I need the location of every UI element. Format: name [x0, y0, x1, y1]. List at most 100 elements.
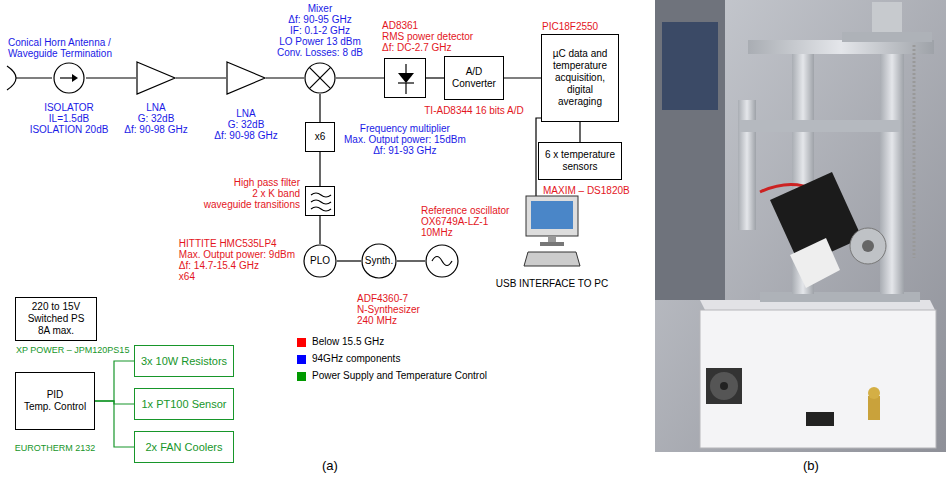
spec-text: RMS power detector	[382, 31, 473, 42]
connector-line	[319, 94, 320, 122]
spec-text: waveguide transitions	[204, 199, 300, 210]
spec-label: USB INTERFACE TO PC	[496, 278, 608, 289]
mixer-cross	[309, 67, 330, 88]
fan-hub	[720, 382, 728, 390]
box-text: PIDTemp. Control	[24, 389, 86, 413]
spec-text: LNA	[124, 102, 187, 113]
symbol-outline	[522, 196, 582, 272]
spec-text: IF: 0.1-2 GHz	[277, 25, 363, 36]
background-screen	[662, 22, 718, 110]
rotation-hub	[862, 240, 874, 252]
horn-symbol	[7, 66, 16, 90]
brass-connector	[868, 396, 880, 420]
base-housing	[700, 310, 936, 448]
detector-box: AD8361RMS power detectorΔf: DC-2.7 GHz	[384, 58, 426, 98]
spec-text: x64	[179, 271, 295, 282]
spec-label: Conical Horn Antenna / Waveguide Termina…	[8, 37, 136, 59]
spec-label: TI-AD8344 16 bits A/D	[424, 105, 524, 116]
diode-lead	[405, 83, 406, 94]
spec-text: ISOLATION 20dB	[30, 124, 109, 135]
spec-label: EUROTHERM 2132	[15, 443, 96, 454]
spec-label: Frequency multiplierMax. Output power: 1…	[344, 123, 466, 156]
frame-upright	[880, 52, 904, 294]
spec-label: XP POWER – JPM120PS15	[16, 345, 129, 356]
mixer-symbol: MixerΔf: 90-95 GHzIF: 0.1-2 GHzLO Power …	[304, 62, 336, 94]
spec-label: MAXIM – DS1820B	[543, 185, 630, 196]
spec-text: 240 MHz	[357, 315, 420, 326]
spec-text: Mixer	[277, 3, 363, 14]
symbol-outline	[304, 62, 336, 94]
legend-text: Below 15.5 GHz	[312, 336, 384, 348]
spec-text: LO Power 13 dBm	[277, 36, 363, 47]
spec-label: High pass filter2 x K bandwaveguide tran…	[204, 177, 300, 210]
box-text: x6	[315, 131, 326, 143]
spec-text: 2 x K band	[204, 188, 300, 199]
controller-box: µC data and temperature acquisition, dig…	[541, 34, 619, 122]
box-text: µC data and temperature acquisition, dig…	[546, 48, 614, 108]
box-text: PLO	[310, 255, 330, 267]
spec-text: Δf: 90-95 GHz	[277, 14, 363, 25]
symbol-outline	[52, 62, 86, 94]
synthesizer-circle: Synth.ADF4360-7N-Synthesizer240 MHz	[361, 243, 397, 279]
spec-label: ADF4360-7N-Synthesizer240 MHz	[357, 293, 420, 326]
spec-text: Max. Output power: 15dBm	[344, 134, 466, 145]
panel-caption: (a)	[322, 458, 338, 473]
box-label: 2x FAN Coolers	[145, 441, 222, 454]
box-label: Switched PS	[28, 313, 85, 325]
connector-line	[426, 77, 444, 78]
filter-box: High pass filter2 x K bandwaveguide tran…	[305, 186, 335, 216]
spec-label: HITTITE HMC535LP4Max. Output power: 9dBm…	[179, 238, 295, 282]
box-text: A/D Converter	[449, 66, 499, 90]
spec-text: MAXIM – DS1820B	[543, 185, 630, 196]
spec-text: Δf: 90-98 GHz	[214, 130, 277, 141]
spec-text: EUROTHERM 2132	[15, 443, 96, 454]
diode-symbol	[398, 73, 414, 83]
sine-wave	[432, 257, 452, 266]
panel-caption: (b)	[803, 458, 819, 473]
filter-wave	[311, 207, 331, 211]
isolator-symbol: ISOLATORIL=1.5dBISOLATION 20dB	[52, 62, 86, 94]
spring	[913, 45, 916, 258]
reference-oscillator: Reference oscillatorOX6749A-LZ-110MHz	[425, 244, 459, 278]
sensor-box: 6 x temperature sensorsMAXIM – DS1820B	[538, 142, 622, 180]
isolator-arrow	[60, 77, 74, 78]
display	[806, 412, 834, 426]
spec-label: LNAG: 32dBΔf: 90-98 GHz	[124, 102, 187, 135]
spec-text: 10MHz	[421, 227, 509, 238]
isolator-arrowhead	[72, 74, 78, 82]
connector-line	[266, 77, 304, 78]
fan-box: 2x FAN Coolers	[134, 431, 234, 463]
spec-text: Conv. Losses: 8 dB	[277, 47, 363, 58]
spec-text: TI-AD8344 16 bits A/D	[424, 105, 524, 116]
connector-line	[337, 260, 361, 261]
connector-line	[16, 77, 52, 78]
keyboard	[524, 252, 580, 266]
isolator-circle	[54, 63, 84, 93]
white-strip	[790, 238, 840, 288]
symbol-outline	[425, 244, 459, 278]
spec-text: Δf: DC-2.7 GHz	[382, 42, 473, 53]
spec-text: Reference oscillator	[421, 205, 509, 216]
connector-line	[86, 77, 136, 78]
fan-blade	[710, 372, 738, 400]
mid-bar	[740, 120, 900, 132]
monitor	[526, 196, 578, 236]
connector-line	[176, 77, 226, 78]
side-bracket	[738, 100, 756, 230]
photo-background	[655, 0, 946, 452]
connector-line	[336, 77, 384, 78]
legend-swatch	[297, 355, 306, 364]
spec-text: G: 32dB	[124, 113, 187, 124]
box-label: PID	[24, 389, 86, 401]
connector-line	[504, 77, 541, 78]
box-label: 3x 10W Resistors	[141, 355, 227, 368]
amplifier-outline	[227, 62, 265, 94]
monitor-stand	[548, 236, 556, 242]
spec-label: MixerΔf: 90-95 GHzIF: 0.1-2 GHzLO Power …	[277, 3, 363, 58]
symbol-outline	[136, 61, 176, 95]
spec-text: High pass filter	[204, 177, 300, 188]
box-label: 1x PT100 Sensor	[142, 398, 227, 411]
connector-line	[397, 260, 425, 261]
spec-text: AD8361	[382, 20, 473, 31]
fan	[706, 368, 742, 404]
